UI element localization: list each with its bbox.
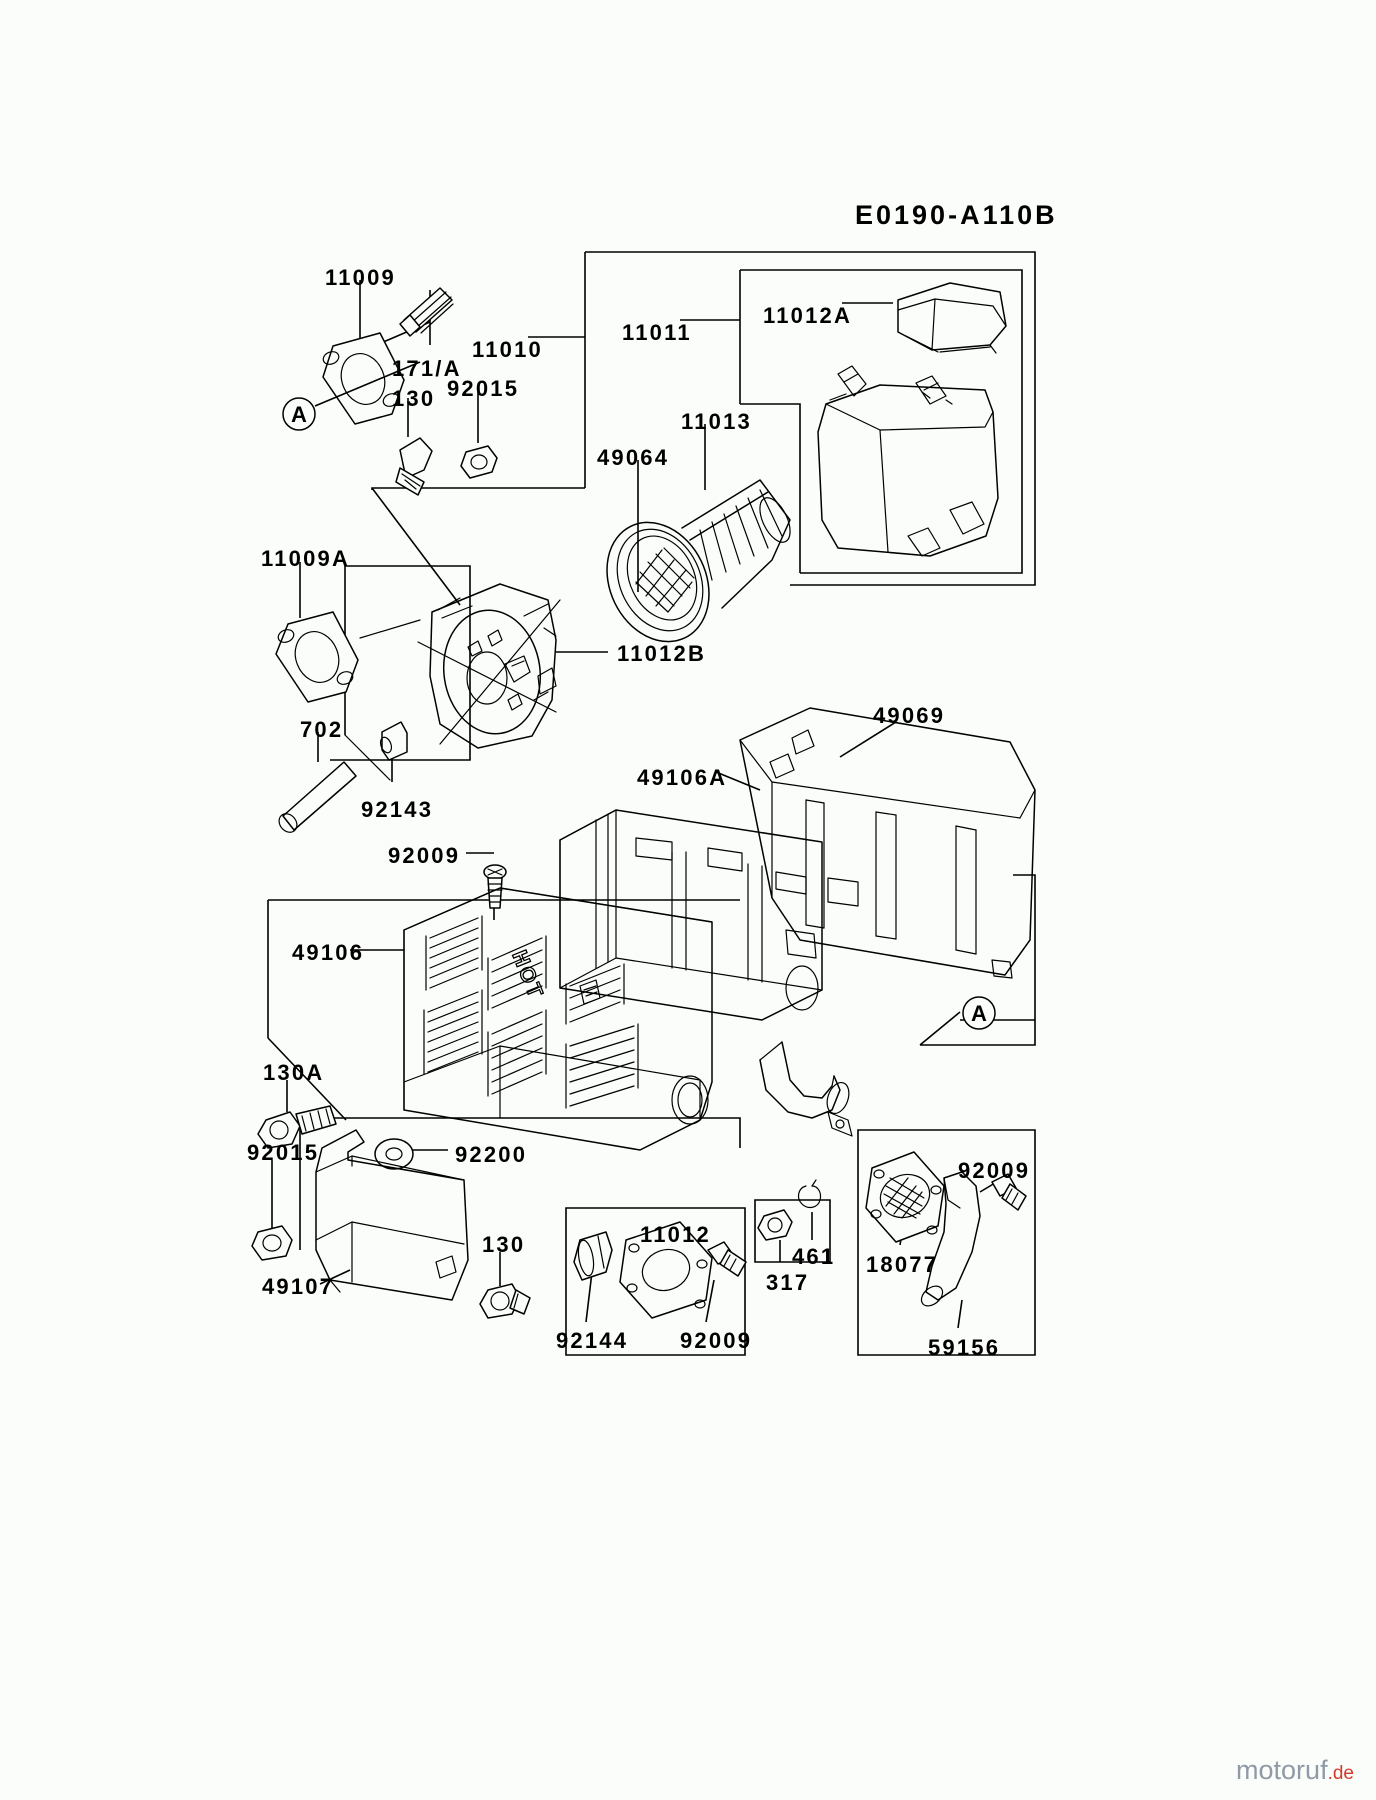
part-92009-screw-upper xyxy=(483,864,507,909)
leader-59156 xyxy=(957,1299,963,1329)
label-92015-lower: 92015 xyxy=(247,1140,320,1165)
part-11009A-gasket xyxy=(275,611,359,703)
watermark-name: motoruf xyxy=(1236,1755,1328,1785)
label-11009: 11009 xyxy=(325,265,396,290)
part-92015-nut-lower xyxy=(251,1225,293,1261)
part-461-clip xyxy=(797,1179,822,1209)
part-59156-deflector xyxy=(920,1171,981,1307)
label-702: 702 xyxy=(300,717,344,742)
frame-49069 xyxy=(920,874,1036,1046)
part-49106A-muffler xyxy=(559,809,823,1021)
callout-A-right: A xyxy=(962,996,996,1030)
part-49064-filter-element xyxy=(606,479,791,643)
label-130: 130 xyxy=(392,386,436,411)
part-49106-heat-shield: HOT xyxy=(403,887,713,1151)
watermark: motoruf.de xyxy=(1236,1755,1354,1786)
label-92009-center: 92009 xyxy=(680,1328,753,1353)
leader-49106A xyxy=(715,771,761,791)
group-box-11011 xyxy=(740,269,1023,574)
label-18077: 18077 xyxy=(866,1252,939,1277)
part-171A-stud xyxy=(399,287,454,337)
label-11011: 11011 xyxy=(622,320,692,345)
part-317-nut xyxy=(757,1209,793,1241)
frame-11010-lower xyxy=(371,487,585,490)
callout-A-left-letter: A xyxy=(291,402,307,427)
label-11010: 11010 xyxy=(472,337,543,362)
part-130A-bolt xyxy=(257,1105,337,1149)
label-11009A: 11009A xyxy=(261,546,351,571)
label-92009-right: 92009 xyxy=(958,1158,1031,1183)
part-92144-grommet xyxy=(573,1231,613,1281)
part-49107-cover xyxy=(315,1129,469,1301)
label-92143: 92143 xyxy=(361,797,434,822)
label-92009-upper: 92009 xyxy=(388,843,461,868)
label-171-A: 171/A xyxy=(392,356,462,381)
part-18077-arrester xyxy=(865,1151,945,1243)
label-461: 461 xyxy=(792,1244,836,1269)
frame-317-box xyxy=(754,1199,831,1263)
leader-49107 xyxy=(319,1269,351,1285)
label-49106: 49106 xyxy=(292,940,365,965)
frame-11012-box xyxy=(565,1207,746,1356)
label-317: 317 xyxy=(766,1270,810,1295)
label-130-lower: 130 xyxy=(482,1232,526,1257)
label-49069: 49069 xyxy=(873,703,946,728)
part-92143-collar xyxy=(379,721,408,761)
part-92200-washer xyxy=(374,1138,414,1170)
diagram-code: E0190-A110B xyxy=(855,200,1058,230)
label-92144: 92144 xyxy=(556,1328,629,1353)
part-130-bolt-upper xyxy=(395,437,433,496)
label-92200: 92200 xyxy=(455,1142,528,1167)
label-11012B: 11012B xyxy=(617,641,707,666)
leader-49069 xyxy=(839,721,897,758)
part-49069-shield xyxy=(739,707,1036,979)
part-exhaust-elbow xyxy=(759,1041,853,1137)
label-11012A: 11012A xyxy=(763,303,853,328)
part-11013-case xyxy=(817,365,999,557)
label-59156: 59156 xyxy=(928,1335,1001,1360)
frame-49107-group xyxy=(300,1117,741,1148)
part-92009-screw-center xyxy=(707,1241,747,1277)
part-11012B-housing xyxy=(417,583,561,749)
part-702-tube xyxy=(278,761,357,833)
label-92015: 92015 xyxy=(447,376,520,401)
part-11012A-cover xyxy=(897,282,1007,354)
watermark-tld: .de xyxy=(1327,1763,1354,1784)
label-49064: 49064 xyxy=(597,445,670,470)
label-130A: 130A xyxy=(263,1060,325,1085)
group-box-11010 xyxy=(585,251,1036,586)
part-92015-nut-upper xyxy=(460,445,498,479)
part-11012-flange xyxy=(619,1221,713,1319)
label-49107: 49107 xyxy=(262,1274,335,1299)
part-11009-gasket xyxy=(322,332,405,425)
label-11013: 11013 xyxy=(681,409,752,434)
label-11012: 11012 xyxy=(640,1222,711,1247)
part-92009-screw-right xyxy=(991,1173,1027,1211)
frame-18077-box xyxy=(857,1129,1036,1356)
callout-A-left: A xyxy=(282,361,421,431)
part-130-bolt-lower xyxy=(479,1283,531,1319)
leader-92144 xyxy=(585,1271,593,1323)
label-49106A: 49106A xyxy=(637,765,728,790)
callout-A-right-letter: A xyxy=(971,1001,987,1026)
leader-92009c xyxy=(705,1279,715,1323)
